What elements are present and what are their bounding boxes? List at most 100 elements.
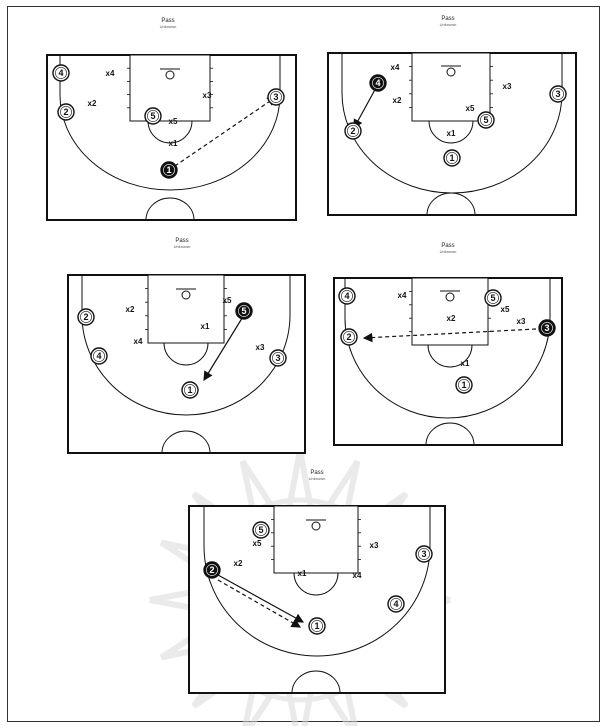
free-throw-circle (147, 120, 193, 144)
player-number: 5 (490, 293, 495, 303)
defender-label: x5 (253, 539, 262, 548)
diagram-subtitle: Unknown (309, 476, 326, 481)
paint-lane (273, 505, 359, 574)
rim (311, 521, 321, 531)
pass-arrow (362, 328, 537, 343)
offense-player: 4 (338, 287, 356, 305)
player-ring (480, 114, 492, 126)
player-number: 3 (544, 323, 549, 333)
player-ring (238, 305, 250, 317)
defender-label: x1 (298, 569, 307, 578)
player-ring (541, 322, 553, 334)
paint-lane (411, 52, 491, 122)
offense-player: 4 (387, 595, 405, 613)
defender-label: x2 (88, 99, 97, 108)
defender-label: x5 (501, 305, 510, 314)
player-number: 1 (314, 621, 319, 631)
defender-label: x5 (223, 296, 232, 305)
defender-label: x2 (234, 559, 243, 568)
three-point-arc (344, 317, 551, 419)
offense-player: 3 (269, 349, 287, 367)
pass-arrow (217, 574, 305, 623)
diagram-title: Pass (310, 470, 323, 476)
offense-player: 1 (443, 149, 461, 167)
defender-label: x2 (393, 96, 402, 105)
defender-label: x4 (391, 63, 400, 72)
offense-player: 2 (57, 103, 75, 121)
player-ring (458, 379, 470, 391)
player-ring (206, 564, 218, 576)
center-circle (291, 670, 341, 694)
player-number: 2 (346, 332, 351, 342)
player-ring (147, 110, 159, 122)
player-number: 2 (350, 126, 355, 136)
diagram-title: Pass (441, 243, 454, 249)
defender-label: x5 (466, 104, 475, 113)
offense-player: 5 (144, 107, 162, 125)
offense-player: 1 (308, 617, 326, 635)
player-number: 2 (209, 565, 214, 575)
offense-player: 2 (344, 122, 362, 140)
offense-player: 4 (90, 347, 108, 365)
offense-player: 3 (267, 88, 285, 106)
player-number: 3 (421, 549, 426, 559)
pass-arrow (217, 579, 302, 628)
player-ring (311, 620, 323, 632)
player-number: 2 (63, 107, 68, 117)
defender-label: x1 (169, 139, 178, 148)
center-circle (161, 430, 211, 454)
paint-lane (129, 54, 211, 122)
player-number: 3 (273, 92, 278, 102)
offense-player: 1 (455, 376, 473, 394)
offense-player: 5 (484, 289, 502, 307)
rim (165, 70, 175, 80)
defender-label: x4 (134, 337, 143, 346)
player-number: 3 (555, 89, 560, 99)
player-ring (80, 311, 92, 323)
free-throw-circle (428, 120, 474, 144)
player-ring (487, 292, 499, 304)
player-number: 1 (461, 380, 466, 390)
defender-label: x1 (447, 129, 456, 138)
offense-player: 1 (181, 381, 199, 399)
pass-arrow (168, 96, 277, 171)
diagram-title: Pass (441, 16, 454, 22)
player-number: 4 (393, 599, 398, 609)
player-ring (390, 598, 402, 610)
player-ring (446, 152, 458, 164)
defender-label: x3 (256, 343, 265, 352)
defender-label: x4 (398, 291, 407, 300)
player-ring (163, 164, 175, 176)
player-ring (341, 290, 353, 302)
paint-lane (147, 274, 225, 344)
player-ring (272, 352, 284, 364)
center-circle (425, 422, 475, 446)
offense-player: 5 (477, 111, 495, 129)
player-number: 5 (258, 525, 263, 535)
center-circle (426, 192, 476, 216)
defender-label: x3 (370, 541, 379, 550)
player-ring (93, 350, 105, 362)
diagram-subtitle: Unknown (440, 249, 457, 254)
player-number: 4 (58, 68, 63, 78)
offense-player: 3 (538, 319, 556, 337)
player-ring (552, 88, 564, 100)
defender-label: x4 (353, 571, 362, 580)
player-number: 5 (150, 111, 155, 121)
defender-label: x3 (503, 82, 512, 91)
defender-label: x2 (447, 314, 456, 323)
free-throw-circle (427, 344, 473, 368)
diagram-subtitle: Unknown (174, 244, 191, 249)
offense-player: 2 (77, 308, 95, 326)
player-ring (60, 106, 72, 118)
center-circle (145, 197, 195, 221)
player-ring (347, 125, 359, 137)
player-number: 1 (187, 385, 192, 395)
offense-player: 1 (160, 161, 178, 179)
offense-player: 3 (415, 545, 433, 563)
